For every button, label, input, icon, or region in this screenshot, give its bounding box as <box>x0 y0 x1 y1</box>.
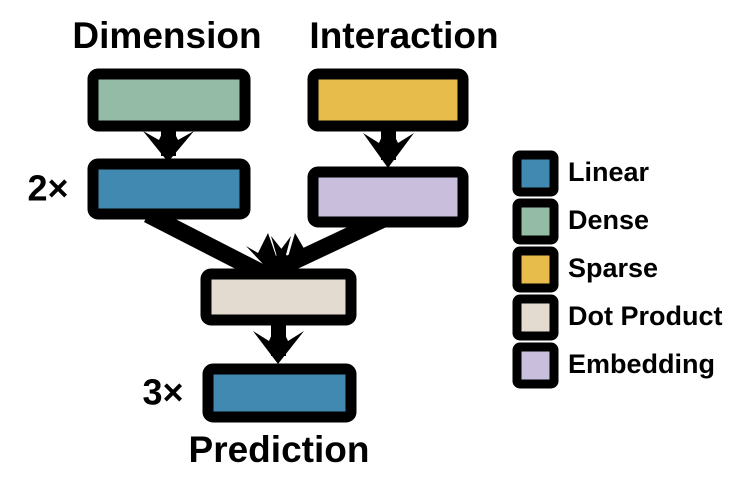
block-dot-product-rect <box>200 268 357 326</box>
block-linear-left[interactable] <box>87 158 251 220</box>
legend-swatch-embedding <box>512 342 559 389</box>
bottom-label-prediction: Prediction <box>189 429 370 470</box>
block-dot-product[interactable] <box>200 268 357 326</box>
repeat-label-left: 2× <box>27 168 68 209</box>
legend-label-embedding: Embedding <box>568 349 715 379</box>
block-dense-rect <box>87 68 251 132</box>
edge-dotproduct-to-linear <box>253 318 304 364</box>
block-linear-bottom-rect <box>202 363 357 423</box>
legend-item-linear[interactable]: Linear <box>512 150 650 197</box>
block-sparse-rect <box>307 68 469 132</box>
block-embedding-rect <box>307 166 469 228</box>
legend-item-embedding[interactable]: Embedding <box>512 342 715 389</box>
legend-swatch-dense <box>512 198 559 245</box>
legend-label-linear: Linear <box>568 157 650 187</box>
block-sparse[interactable] <box>307 68 469 132</box>
repeat-label-prediction: 3× <box>142 372 183 413</box>
legend-swatch-dot-product <box>512 294 559 341</box>
block-linear-bottom[interactable] <box>202 363 357 423</box>
legend-swatch-sparse <box>512 246 559 293</box>
block-dense[interactable] <box>87 68 251 132</box>
legend-label-dense: Dense <box>568 205 649 235</box>
column-title-left: Dimension <box>72 15 261 56</box>
block-linear-left-rect <box>87 158 251 220</box>
legend-item-dense[interactable]: Dense <box>512 198 649 245</box>
legend: Linear Dense Sparse Dot Product Embeddin… <box>512 150 723 389</box>
legend-label-dot-product: Dot Product <box>568 301 723 331</box>
legend-item-sparse[interactable]: Sparse <box>512 246 658 293</box>
legend-swatch-linear <box>512 150 559 197</box>
block-embedding[interactable] <box>307 166 469 228</box>
legend-item-dot-product[interactable]: Dot Product <box>512 294 723 341</box>
column-title-right: Interaction <box>309 15 498 56</box>
legend-label-sparse: Sparse <box>568 253 658 283</box>
